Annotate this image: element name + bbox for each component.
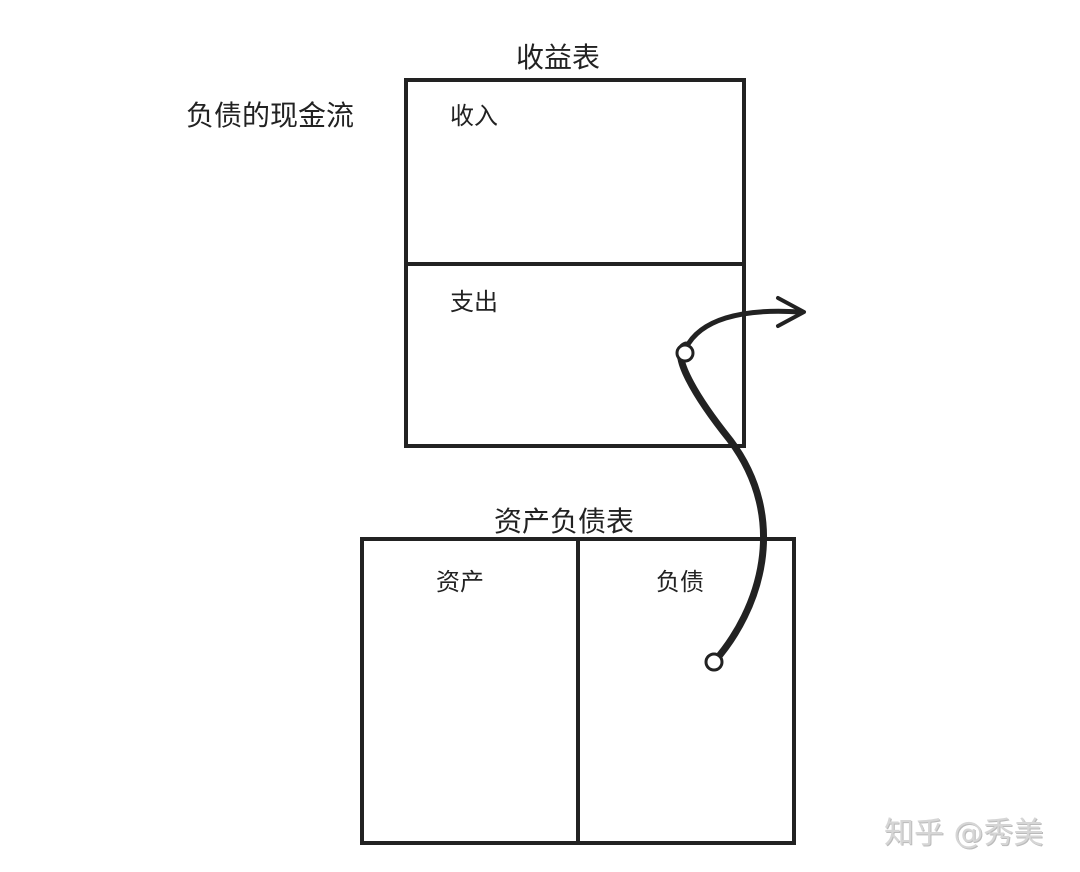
liability-cashflow-label: 负债的现金流 — [186, 99, 355, 132]
income-expense-divider — [404, 262, 746, 266]
balance-sheet-title: 资产负债表 — [494, 505, 635, 538]
liabilities-label: 负债 — [656, 568, 704, 596]
expense-label: 支出 — [450, 288, 498, 316]
income-statement-title: 收益表 — [516, 41, 601, 74]
watermark: 知乎 @秀美 — [884, 816, 1044, 851]
arrow-start-node — [704, 652, 724, 672]
assets-liabilities-divider — [576, 537, 580, 845]
arrow-mid-node — [675, 343, 695, 363]
assets-label: 资产 — [436, 568, 484, 596]
income-label: 收入 — [450, 102, 498, 130]
